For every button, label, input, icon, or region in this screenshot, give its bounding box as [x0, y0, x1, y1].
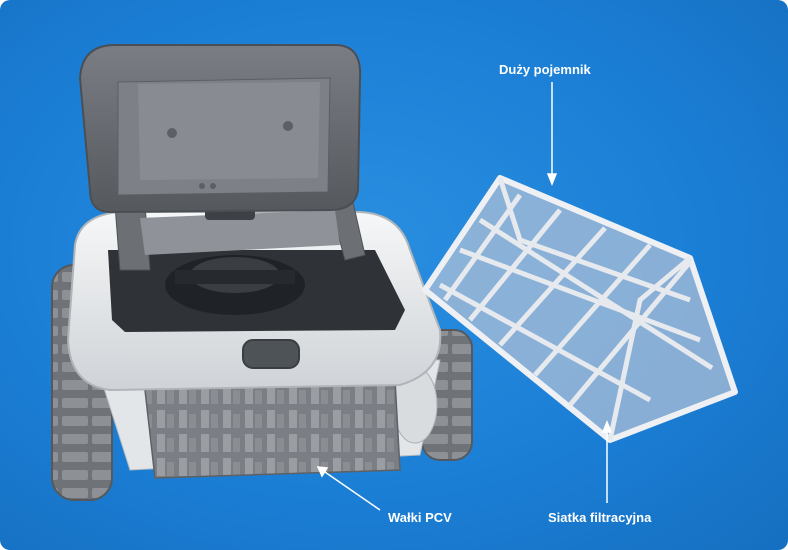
robot-lid	[78, 44, 362, 214]
callout-lines	[316, 82, 613, 511]
pvc-roller	[144, 379, 401, 479]
filter-basket	[422, 175, 738, 443]
label-container: Duży pojemnik	[499, 62, 591, 77]
label-filter-mesh: Siatka filtracyjna	[548, 510, 652, 525]
label-rollers: Wałki PCV	[388, 510, 452, 525]
filter-mesh	[438, 177, 714, 441]
